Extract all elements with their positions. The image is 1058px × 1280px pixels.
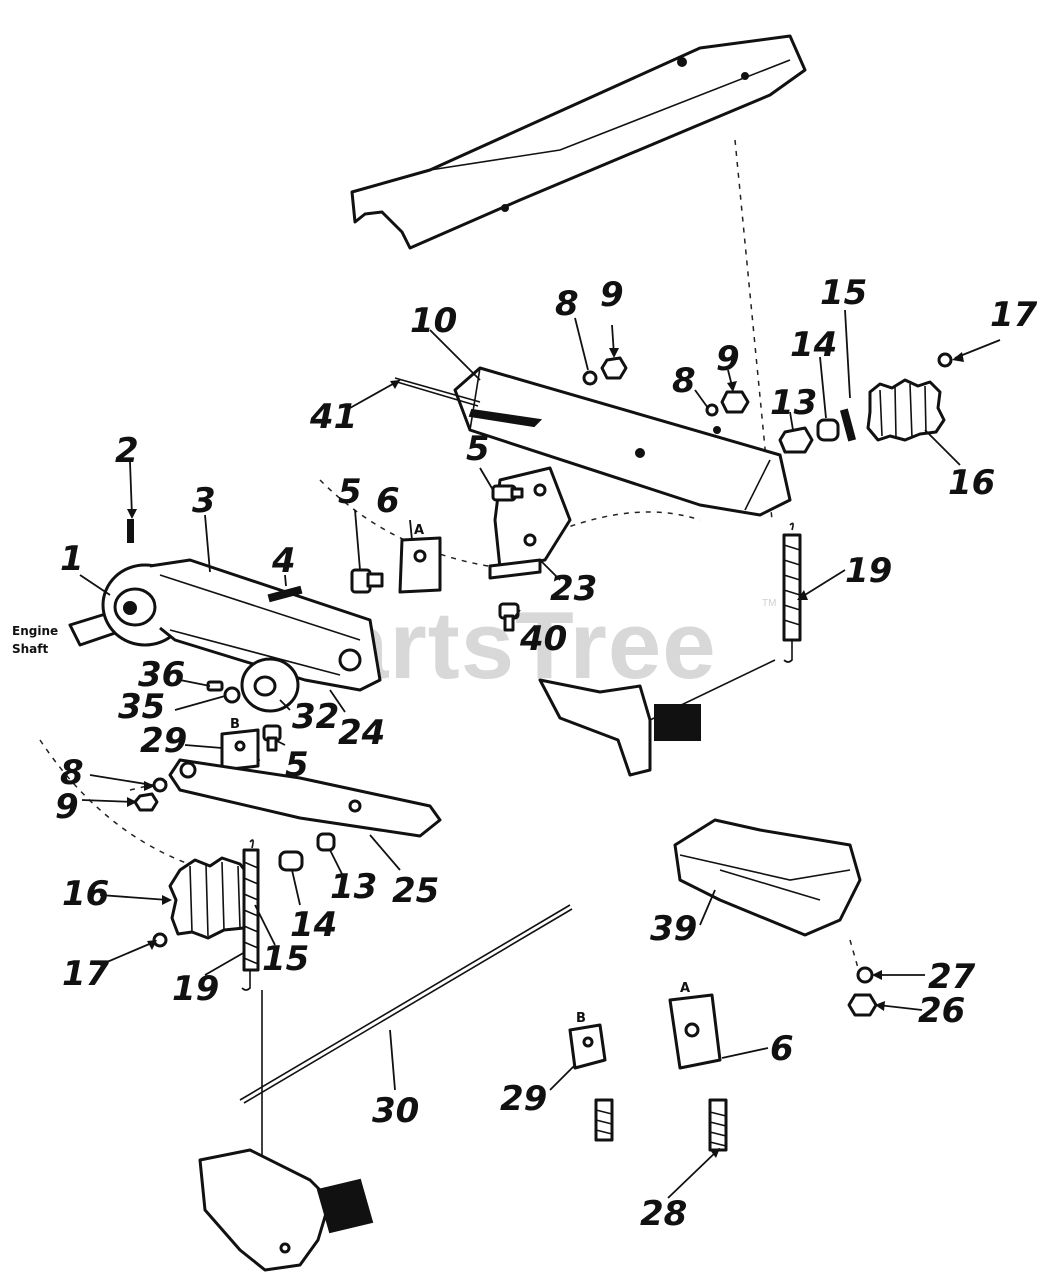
callout-35: 35 — [118, 687, 165, 727]
callout-16-upper: 16 — [948, 463, 995, 503]
bolt-part-5-upper — [491, 484, 524, 502]
bracket-letter-b-lower: B — [576, 1011, 586, 1026]
upper-panel-part — [350, 34, 807, 250]
callout-41: 41 — [309, 397, 357, 437]
callout-9-upper-left: 9 — [600, 275, 624, 315]
callout-9-upper-right: 9 — [716, 339, 740, 379]
callouts: 10 41 8 9 8 9 13 14 15 17 16 19 5 23 40 … — [55, 273, 1038, 1234]
callout-8-left: 8 — [60, 753, 84, 793]
callout-14-upper: 14 — [790, 325, 837, 365]
callout-16-lower: 16 — [62, 874, 109, 914]
callout-6-upper: 6 — [376, 481, 400, 521]
bracket-letter-a-lower: A — [680, 981, 690, 996]
callout-29-upper: 29 — [140, 721, 187, 761]
sprocket-assembly-upper — [778, 352, 953, 454]
callout-5-lower: 5 — [285, 745, 309, 785]
pedal-linkage-upper — [538, 659, 776, 777]
callout-30: 30 — [372, 1091, 419, 1131]
bracket-part-6-lower: A — [668, 981, 728, 1152]
callout-27: 27 — [928, 957, 976, 997]
sprocket-assembly-lower — [152, 832, 336, 948]
callout-19-lower: 19 — [172, 969, 219, 1009]
callout-15-lower: 15 — [262, 939, 309, 979]
callout-13-lower: 13 — [330, 867, 377, 907]
bracket-part-29-upper: B — [220, 717, 282, 772]
callout-8-upper-right: 8 — [672, 361, 696, 401]
pedal-assembly-lower — [198, 990, 374, 1272]
callout-15-upper: 15 — [820, 273, 867, 313]
engine-shaft-label-line2: Shaft — [12, 642, 49, 656]
callout-8-upper-left: 8 — [555, 284, 579, 324]
callout-32: 32 — [292, 697, 339, 737]
callout-5-near-23: 5 — [466, 429, 490, 469]
callout-17-upper: 17 — [990, 295, 1038, 335]
bracket-letter-b-upper: B — [230, 717, 240, 732]
callout-23: 23 — [550, 569, 597, 609]
plate-part-39 — [673, 818, 878, 1017]
callout-19-upper: 19 — [845, 551, 892, 591]
frame-bar-part-10 — [453, 366, 792, 517]
callout-17-lower: 17 — [62, 954, 110, 994]
callout-5-middle: 5 — [338, 472, 362, 512]
watermark-trademark: TM — [762, 598, 776, 609]
callout-28: 28 — [640, 1194, 687, 1234]
callout-36: 36 — [138, 655, 185, 695]
callout-25: 25 — [392, 871, 439, 911]
bracket-letter-a-upper: A — [414, 523, 424, 538]
callout-9-left: 9 — [55, 787, 79, 827]
bolt-part-40 — [498, 602, 520, 632]
engine-pulley-assembly — [68, 519, 382, 692]
callout-24: 24 — [338, 713, 385, 753]
leader-lines — [79, 309, 1001, 1199]
callout-29-lower: 29 — [500, 1079, 547, 1119]
control-cable-part-41 — [394, 377, 481, 407]
callout-6-lower: 6 — [770, 1029, 794, 1069]
spring-part-19-upper — [782, 522, 802, 663]
callout-14-lower: 14 — [290, 905, 337, 945]
callout-40: 40 — [519, 619, 567, 659]
callout-26: 26 — [918, 991, 965, 1031]
bolt-part-5-middle — [350, 568, 384, 594]
callout-4: 4 — [271, 541, 296, 581]
arm-part-25 — [133, 758, 442, 838]
callout-1: 1 — [60, 539, 84, 579]
callout-13-upper: 13 — [770, 383, 817, 423]
bracket-part-6-upper: A — [398, 523, 442, 594]
callout-39: 39 — [650, 909, 697, 949]
engine-shaft-label-line1: Engine — [12, 624, 58, 638]
callout-10: 10 — [410, 301, 457, 341]
callout-3: 3 — [192, 481, 216, 521]
nut-washer-set-upper — [582, 356, 750, 417]
rod-part-30 — [239, 904, 573, 1104]
bracket-part-29-lower: B — [568, 1011, 614, 1142]
idler-pulley-part-32 — [206, 657, 300, 713]
spring-part-19-lower — [241, 839, 260, 991]
callout-2: 2 — [115, 431, 139, 471]
